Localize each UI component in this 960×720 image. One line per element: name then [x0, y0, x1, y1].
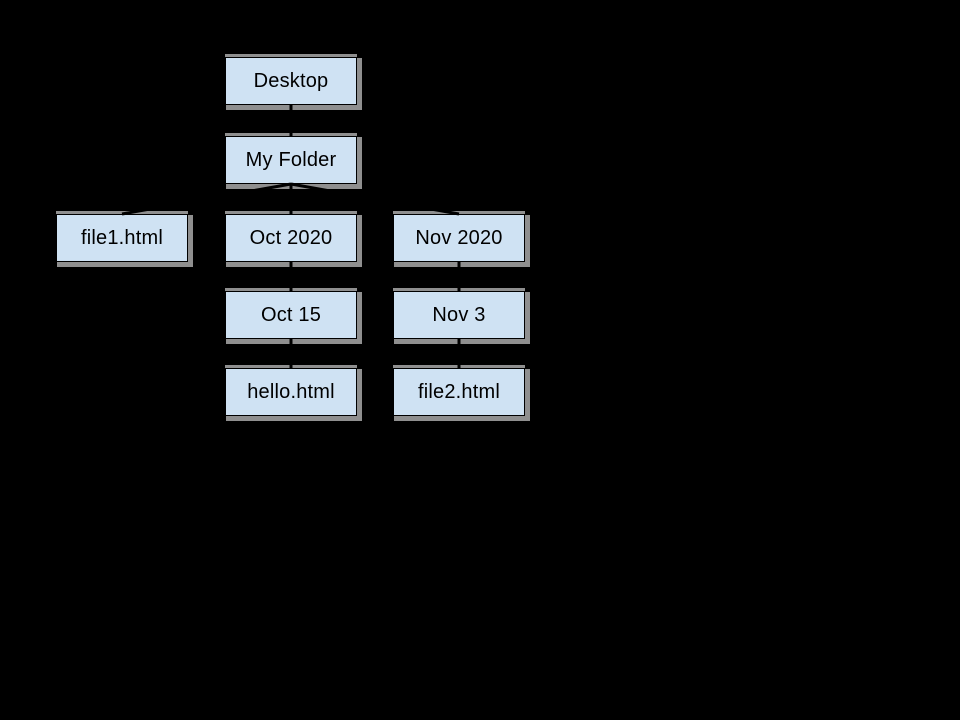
node-label-hello: hello.html	[247, 380, 335, 403]
tree-node-oct-15: Oct 15	[225, 291, 357, 339]
tree-node-desktop: Desktop	[225, 57, 357, 105]
node-label-file2: file2.html	[417, 380, 501, 403]
tree-node-oct-2020: Oct 2020	[225, 214, 357, 262]
tree-node-nov-3: Nov 3	[393, 291, 525, 339]
node-label-nov-2020: Nov 2020	[415, 226, 503, 249]
node-label-nov-3: Nov 3	[432, 303, 486, 326]
tree-node-file1: file1.html	[56, 214, 188, 262]
node-label-oct-2020: Oct 2020	[249, 226, 333, 249]
node-label-desktop: Desktop	[253, 69, 329, 92]
tree-node-hello: hello.html	[225, 368, 357, 416]
node-label-oct-15: Oct 15	[260, 303, 322, 326]
tree-node-my-folder: My Folder	[225, 136, 357, 184]
node-label-my-folder: My Folder	[245, 148, 337, 171]
tree-node-nov-2020: Nov 2020	[393, 214, 525, 262]
node-label-file1: file1.html	[80, 226, 164, 249]
tree-node-file2: file2.html	[393, 368, 525, 416]
